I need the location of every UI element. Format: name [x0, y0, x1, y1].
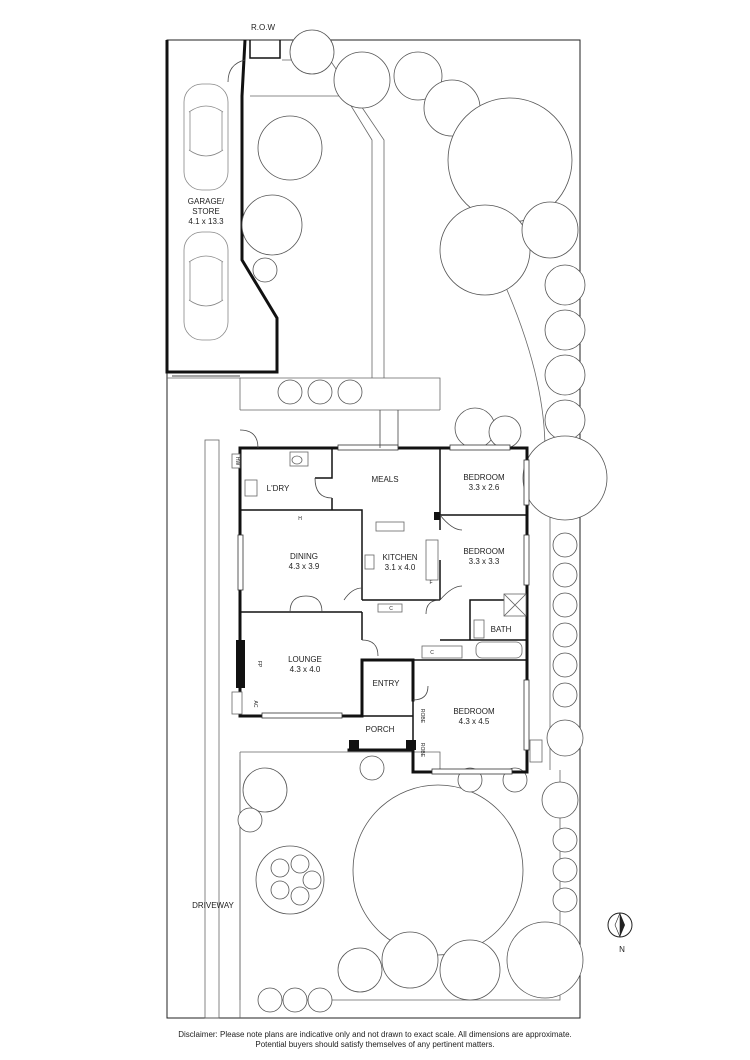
porch-column — [349, 740, 359, 750]
disclaimer-line-1: Disclaimer: Please note plans are indica… — [178, 1030, 572, 1039]
internal-walls — [240, 448, 527, 772]
north-label: N — [619, 945, 625, 954]
bath-label: BATH — [491, 625, 512, 634]
bedroom-1-dims: 3.3 x 2.6 — [469, 483, 500, 492]
garage-label-2: STORE — [192, 207, 219, 216]
trees — [237, 29, 608, 1013]
lounge-label: LOUNGE — [288, 655, 322, 664]
garage-door-swing — [227, 59, 246, 83]
ac-label: AC — [252, 701, 258, 708]
car-icon — [183, 231, 229, 341]
garage-label: GARAGE/ — [188, 197, 225, 206]
row-gate — [249, 40, 281, 59]
driveway-label: DRIVEWAY — [192, 901, 234, 910]
laundry-label: L'DRY — [267, 484, 290, 493]
front-garden-edge — [239, 470, 561, 1001]
bedroom-3-dims: 4.3 x 4.5 — [459, 717, 490, 726]
fireplace — [236, 640, 245, 688]
kitchen-label: KITCHEN — [382, 553, 417, 562]
site-boundary — [166, 39, 581, 1019]
cupboard-label-2: C — [430, 650, 434, 656]
bedroom-2-dims: 3.3 x 3.3 — [469, 557, 500, 566]
bedroom-3-label: BEDROOM — [453, 707, 495, 716]
rear-paving — [240, 377, 441, 411]
driveway-strip — [204, 439, 220, 1019]
entry-label: ENTRY — [373, 679, 401, 688]
heater-label: H — [298, 516, 302, 522]
row-label: R.O.W — [251, 23, 275, 32]
fp-label: FP — [256, 661, 262, 668]
porch-column — [406, 740, 416, 750]
robe-2-label: ROBE — [419, 743, 425, 758]
bedroom-1-label: BEDROOM — [463, 473, 505, 482]
cupboard-label: C — [389, 606, 393, 612]
hw-label: HW — [234, 457, 240, 466]
dining-dims: 4.3 x 3.9 — [289, 562, 320, 571]
disclaimer-line-2: Potential buyers should satisfy themselv… — [255, 1040, 495, 1049]
garage-dims: 4.1 x 13.3 — [188, 217, 224, 226]
disclaimer: Disclaimer: Please note plans are indica… — [0, 1030, 750, 1050]
porch-label: PORCH — [366, 725, 395, 734]
robe-1-label: ROBE — [419, 709, 425, 724]
fridge-label: F — [429, 580, 432, 586]
kitchen-dims: 3.1 x 4.0 — [385, 563, 416, 572]
meals-label: MEALS — [371, 475, 398, 484]
driveway-edge — [167, 377, 241, 1018]
garage-outline — [165, 39, 279, 374]
lounge-dims: 4.3 x 4.0 — [290, 665, 321, 674]
door-swings — [239, 410, 463, 701]
north-arrow-icon — [607, 912, 633, 938]
windows — [237, 444, 530, 775]
column — [434, 512, 440, 520]
dining-label: DINING — [290, 552, 318, 561]
car-icon — [183, 83, 229, 191]
bedroom-2-label: BEDROOM — [463, 547, 505, 556]
fixtures — [231, 451, 543, 763]
